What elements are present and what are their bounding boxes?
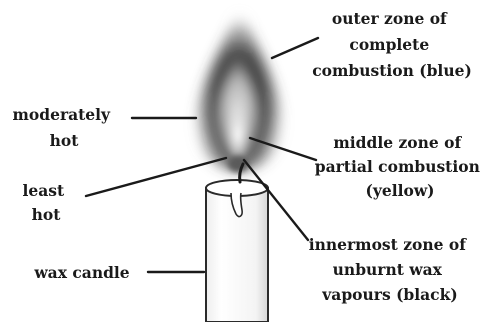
label-outer-zone: outer zone of complete combustion (blue) bbox=[312, 9, 472, 80]
label-innermost-zone: innermost zone of unburnt wax vapours (b… bbox=[309, 235, 472, 304]
pointer-lines bbox=[86, 38, 318, 272]
label-wax-candle: wax candle bbox=[33, 263, 129, 282]
flame bbox=[196, 4, 282, 172]
pointer-outer-zone bbox=[272, 38, 318, 58]
candle bbox=[206, 164, 268, 322]
label-middle-zone: middle zone of partial combustion (yello… bbox=[315, 133, 486, 200]
label-moderately-hot: moderately hot bbox=[13, 105, 116, 150]
flame-dark-core bbox=[228, 156, 248, 172]
label-least-hot: least hot bbox=[22, 181, 69, 224]
